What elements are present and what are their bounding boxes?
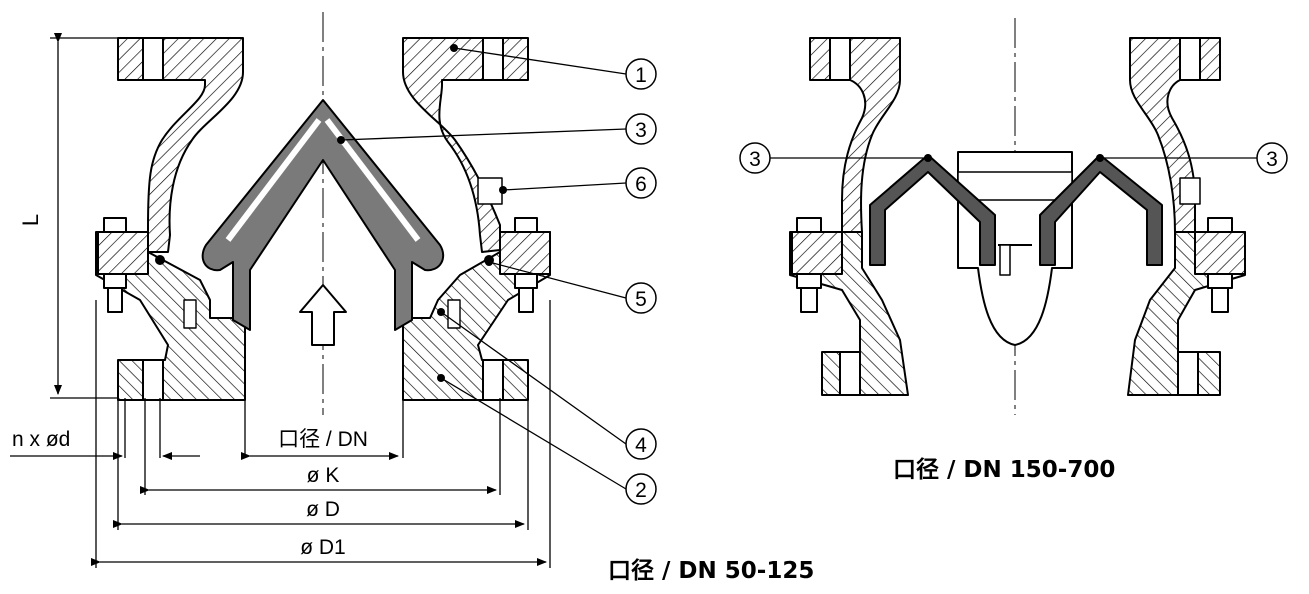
r-callout-3-right: 3 [1256, 142, 1288, 174]
dim-bolt-circle: ø K [307, 464, 340, 487]
r-callout-3-left: 3 [739, 142, 771, 174]
right-callouts: 3 3 [739, 142, 1288, 174]
r-bolt-left [791, 217, 843, 313]
dim-bolt-holes: n x ød [12, 428, 70, 451]
left-view-caption: 口径 / DN 50-125 [608, 558, 815, 584]
left-callouts: 1 3 6 5 4 2 [625, 58, 657, 505]
svg-text:1: 1 [635, 64, 647, 87]
svg-text:2: 2 [635, 479, 647, 502]
bolt-left [97, 217, 149, 313]
callout-4: 4 [625, 428, 657, 460]
dim-L: L [18, 214, 43, 226]
r-bolt-right [1194, 217, 1246, 313]
right-view-caption: 口径 / DN 150-700 [893, 457, 1116, 483]
upper-body-left [117, 37, 244, 253]
svg-text:3: 3 [635, 119, 647, 142]
right-section-view [770, 18, 1257, 415]
disc-slot-left [225, 118, 322, 242]
upper-flange-hole-left [142, 37, 164, 81]
callout-2: 2 [625, 473, 657, 505]
lower-flange-hole-right [482, 359, 504, 401]
svg-text:5: 5 [635, 288, 647, 311]
dim-overall-outer: ø D1 [300, 536, 346, 559]
lower-flange-hole-left [142, 359, 164, 401]
callout-6: 6 [625, 167, 657, 199]
plug-6 [477, 177, 503, 205]
callout-5: 5 [625, 282, 657, 314]
left-section-view [95, 12, 627, 490]
r-disc-left [869, 154, 996, 266]
upper-body-right [402, 37, 529, 253]
dimension-labels: L n x ød 口径 / DN ø K ø D ø D1 [12, 214, 368, 559]
svg-text:6: 6 [635, 173, 647, 196]
bolt-right [499, 217, 551, 313]
leader-lines [340, 47, 627, 490]
dim-flange-outer: ø D [306, 498, 340, 521]
callout-3: 3 [625, 113, 657, 145]
r-disc-right [1039, 154, 1163, 266]
svg-text:4: 4 [635, 434, 647, 457]
dimensions [10, 33, 551, 568]
upper-flange-hole-right [482, 37, 504, 81]
flow-arrow [299, 284, 347, 346]
rubber-disc [201, 99, 445, 331]
dim-bore: 口径 / DN [278, 428, 368, 451]
svg-text:3: 3 [749, 148, 761, 171]
callout-1: 1 [625, 58, 657, 90]
svg-text:3: 3 [1266, 148, 1278, 171]
